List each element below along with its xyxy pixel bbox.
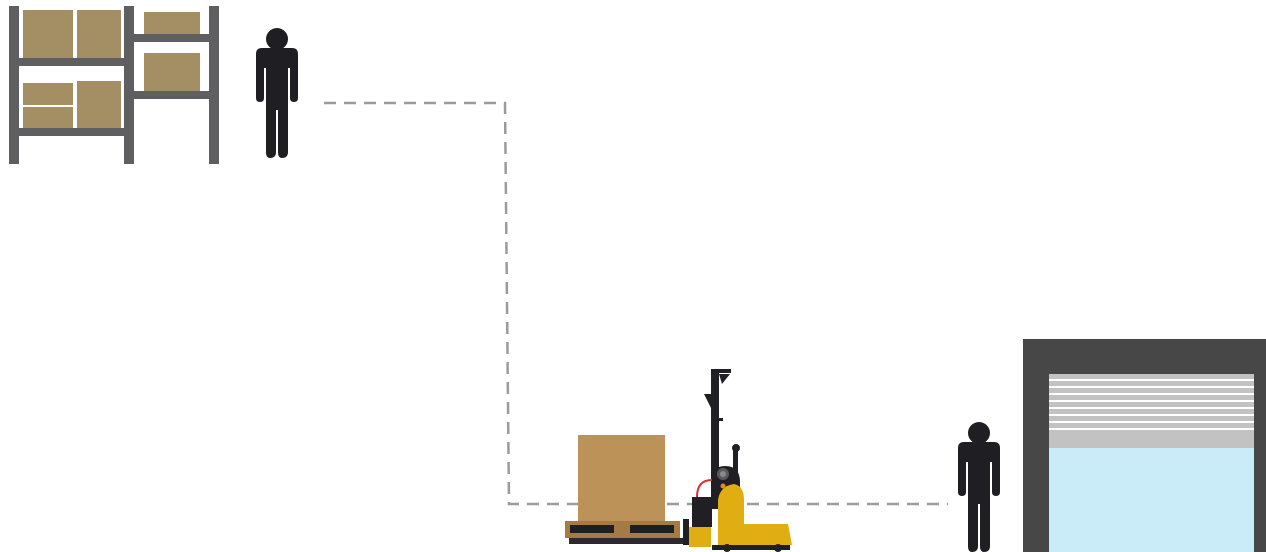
picker-person-icon xyxy=(256,28,298,158)
loading-dock-door xyxy=(1023,339,1266,552)
dock-person-icon xyxy=(958,422,1000,552)
pallet-stacker-icon xyxy=(683,369,792,552)
storage-rack xyxy=(9,6,219,164)
rack-boxes xyxy=(23,10,200,128)
pallet-with-box xyxy=(565,435,689,544)
